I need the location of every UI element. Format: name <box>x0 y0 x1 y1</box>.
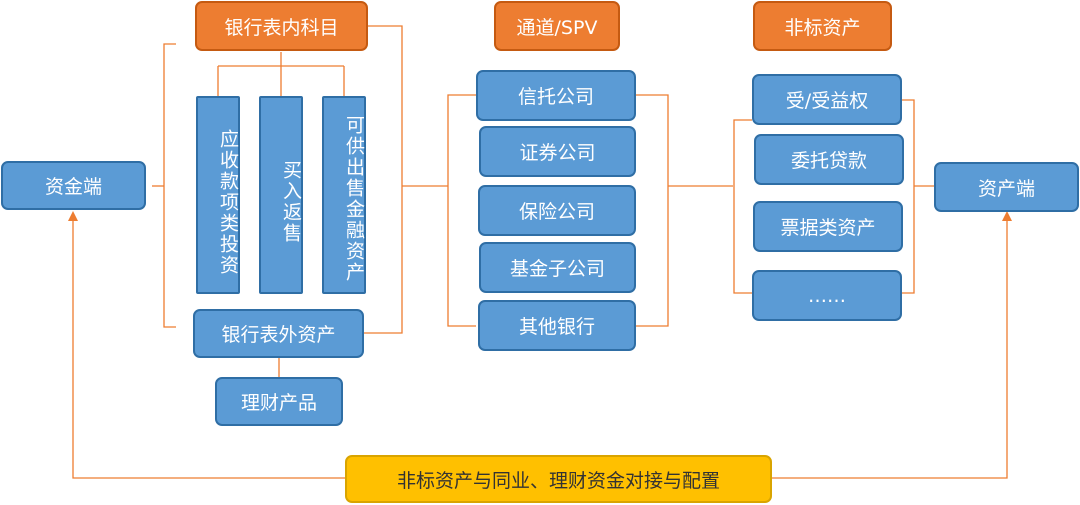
nonstandard-assets-header: 非标资产 <box>753 1 892 51</box>
asset-side-node: 资产端 <box>934 162 1079 212</box>
receivables-investment-node: 应收款项类投资 <box>196 96 240 294</box>
asset-beneficial-rights-node: 受/受益权 <box>752 74 902 125</box>
channel-other-banks-node: 其他银行 <box>478 300 636 351</box>
matching-allocation-banner: 非标资产与同业、理财资金对接与配置 <box>345 455 772 503</box>
channel-insurance-node: 保险公司 <box>478 185 636 236</box>
asset-entrusted-loans-node: 委托贷款 <box>754 134 904 185</box>
asset-others-node: …… <box>752 270 902 321</box>
bank-onbalance-header: 银行表内科目 <box>195 1 368 51</box>
channel-securities-node: 证券公司 <box>479 126 636 177</box>
afs-financial-assets-node: 可供出售金融资产 <box>322 96 366 294</box>
reverse-repo-node: 买入返售 <box>259 96 303 294</box>
wealth-products-node: 理财产品 <box>215 377 343 426</box>
asset-bills-node: 票据类资产 <box>753 201 903 252</box>
offbalance-assets-node: 银行表外资产 <box>193 309 364 358</box>
channel-fund-subsidiary-node: 基金子公司 <box>479 242 636 293</box>
channel-spv-header: 通道/SPV <box>494 1 620 51</box>
funding-side-node: 资金端 <box>1 161 146 210</box>
channel-trust-node: 信托公司 <box>476 70 636 121</box>
